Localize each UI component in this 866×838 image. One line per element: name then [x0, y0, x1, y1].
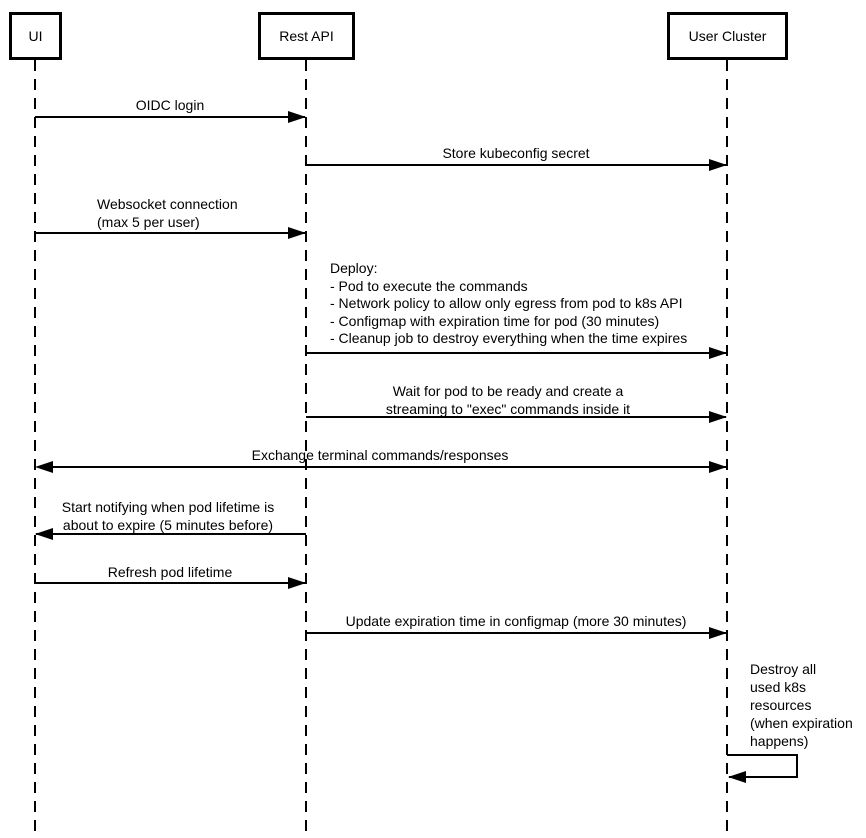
arrowhead-exchange-terminal-left	[35, 461, 53, 473]
message-label-wait-for-pod: Wait for pod to be ready and create a st…	[385, 383, 631, 417]
actor-user-cluster-label: User Cluster	[688, 28, 767, 44]
actor-ui: UI	[9, 12, 62, 60]
actor-ui-label: UI	[28, 28, 43, 44]
message-label-destroy-resources: Destroy all used k8s resources (when exp…	[750, 661, 853, 749]
message-label-update-expiration: Update expiration time in configmap (mor…	[345, 613, 687, 629]
actor-rest-api: Rest API	[258, 12, 355, 60]
message-label-websocket-connection: Websocket connection (max 5 per user)	[97, 196, 238, 230]
message-label-start-notifying: Start notifying when pod lifetime is abo…	[61, 499, 275, 533]
arrow-destroy-self-loop	[727, 754, 798, 783]
actor-rest-api-label: Rest API	[279, 28, 334, 44]
message-label-oidc-login: OIDC login	[135, 97, 205, 113]
message-label-deploy: Deploy: - Pod to execute the commands - …	[330, 260, 688, 346]
actor-user-cluster: User Cluster	[667, 12, 788, 60]
message-label-refresh-pod-lifetime: Refresh pod lifetime	[107, 564, 233, 580]
message-label-exchange-terminal: Exchange terminal commands/responses	[251, 447, 509, 463]
message-label-store-kubeconfig-secret: Store kubeconfig secret	[442, 145, 590, 161]
